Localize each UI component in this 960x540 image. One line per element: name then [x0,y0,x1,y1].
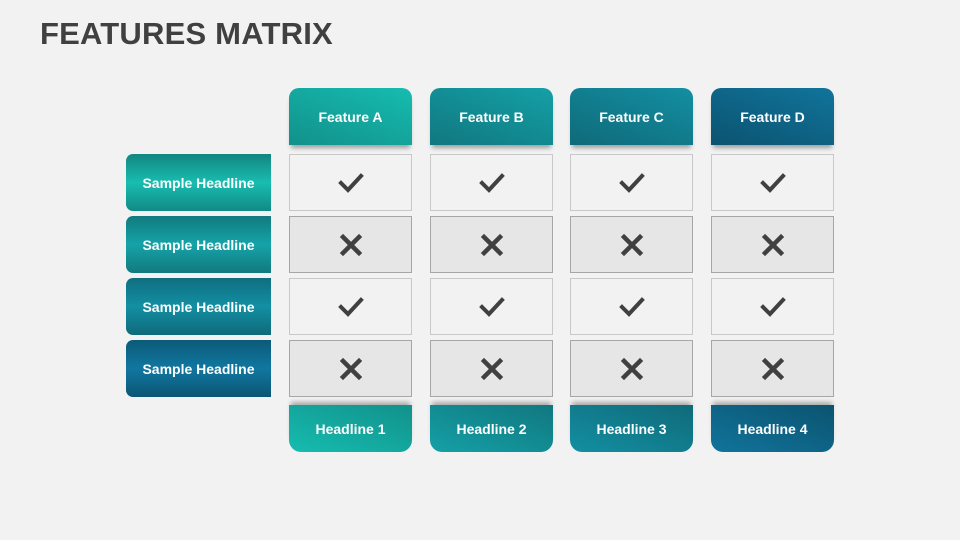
footer-headline-3: Headline 3 [570,405,693,452]
matrix-cell [430,216,553,273]
feature-label: Feature C [599,108,664,125]
matrix-cell [430,340,553,397]
checkmark-icon [618,170,645,196]
matrix-cell [289,278,412,335]
checkmark-icon [478,170,505,196]
checkmark-icon [478,294,505,320]
cross-icon [338,356,364,382]
feature-label: Feature A [318,108,383,125]
footer-label: Headline 3 [596,420,667,437]
matrix-cell [711,278,834,335]
page-title: FEATURES MATRIX [40,16,333,51]
footer-label: Headline 4 [737,420,808,437]
cross-icon [760,232,786,258]
row-label-text: Sample Headline [142,298,255,315]
feature-header-a: Feature A [289,88,412,145]
footer-headline-1: Headline 1 [289,405,412,452]
cross-icon [760,356,786,382]
feature-header-d: Feature D [711,88,834,145]
feature-label: Feature D [740,108,805,125]
cross-icon [338,232,364,258]
feature-header-b: Feature B [430,88,553,145]
cross-icon [619,356,645,382]
row-label-text: Sample Headline [142,236,255,253]
cross-icon [619,232,645,258]
footer-label: Headline 1 [315,420,386,437]
matrix-cell [289,216,412,273]
feature-header-c: Feature C [570,88,693,145]
cross-icon [479,232,505,258]
checkmark-icon [759,294,786,320]
row-label-text: Sample Headline [142,174,255,191]
matrix-cell [711,154,834,211]
row-label-4: Sample Headline [126,340,271,397]
footer-headline-2: Headline 2 [430,405,553,452]
row-label-1: Sample Headline [126,154,271,211]
checkmark-icon [759,170,786,196]
feature-label: Feature B [459,108,524,125]
row-label-2: Sample Headline [126,216,271,273]
checkmark-icon [337,170,364,196]
cross-icon [479,356,505,382]
matrix-cell [570,278,693,335]
matrix-cell [430,278,553,335]
row-label-3: Sample Headline [126,278,271,335]
matrix-cell [289,154,412,211]
matrix-cell [711,340,834,397]
matrix-cell [570,340,693,397]
checkmark-icon [337,294,364,320]
matrix-cell [430,154,553,211]
matrix-cell [570,216,693,273]
matrix-cell [711,216,834,273]
footer-label: Headline 2 [456,420,527,437]
matrix-cell [289,340,412,397]
footer-headline-4: Headline 4 [711,405,834,452]
checkmark-icon [618,294,645,320]
row-label-text: Sample Headline [142,360,255,377]
matrix-cell [570,154,693,211]
